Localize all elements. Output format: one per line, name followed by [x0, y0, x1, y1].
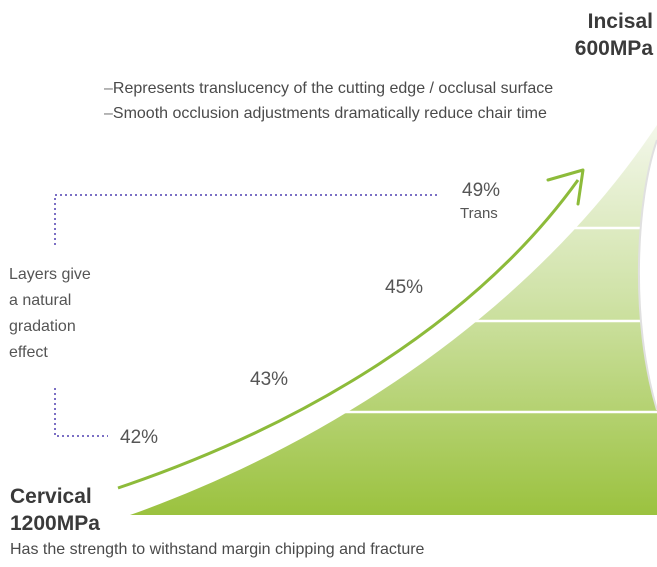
- incisal-name: Incisal: [587, 10, 653, 33]
- cervical-name: Cervical: [10, 485, 92, 508]
- cervical-label: Cervical 1200MPa: [10, 483, 100, 537]
- gradation-arrow-head: [546, 168, 585, 206]
- incisal-bullets: Represents translucency of the cutting e…: [104, 76, 553, 126]
- incisal-label: Incisal 600MPa: [575, 8, 653, 62]
- layers-note-line-2: a natural: [9, 292, 72, 309]
- layer-label-43: 43%: [250, 369, 289, 390]
- incisal-strength: 600MPa: [574, 37, 653, 60]
- layer-label-42: 42%: [120, 427, 159, 448]
- layers-note: Layers give a natural gradation effect: [9, 262, 119, 366]
- tooth-edge: [637, 139, 657, 411]
- incisal-bullet-2: Smooth occlusion adjustments dramaticall…: [104, 101, 553, 126]
- layer-label-49: 49%: [462, 180, 501, 201]
- incisal-bullet-1: Represents translucency of the cutting e…: [104, 76, 553, 101]
- layers-note-line-3: gradation: [9, 318, 76, 335]
- layers-note-line-4: effect: [9, 344, 48, 361]
- dotted-bracket-bottom: [54, 388, 108, 437]
- dotted-bracket-top: [54, 194, 438, 245]
- layer-wedge: [130, 125, 657, 515]
- cervical-note: Has the strength to withstand margin chi…: [10, 541, 425, 558]
- layers-note-line-1: Layers give: [9, 266, 91, 283]
- cervical-strength: 1200MPa: [10, 512, 100, 535]
- gradation-arrow: [117, 179, 580, 490]
- layer-label-45: 45%: [385, 277, 424, 298]
- layer-label-trans: Trans: [460, 205, 498, 222]
